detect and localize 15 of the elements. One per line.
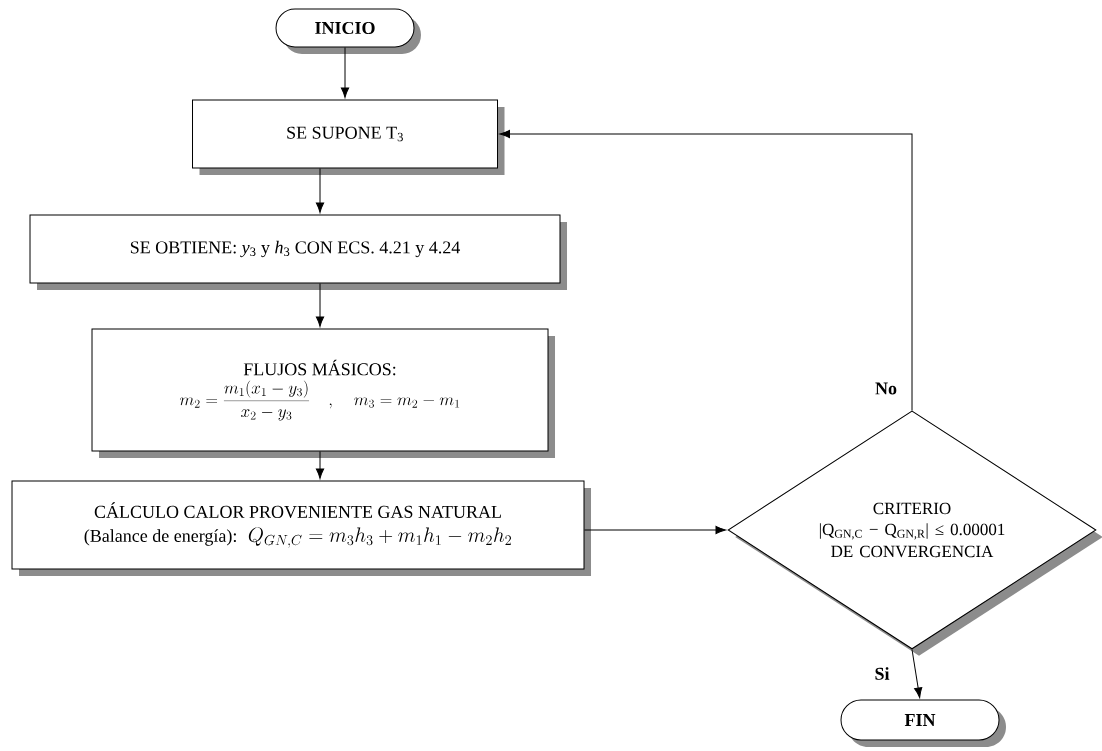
arrow bbox=[584, 525, 726, 535]
edge-label: Si bbox=[873, 666, 891, 681]
arrow bbox=[911, 649, 923, 698]
arrow bbox=[315, 451, 325, 479]
arrow bbox=[499, 129, 913, 411]
edge-label: No bbox=[874, 381, 898, 396]
arrow bbox=[315, 168, 325, 213]
terminator: FIN bbox=[840, 699, 1006, 747]
terminator: INICIO bbox=[275, 8, 421, 54]
arrow bbox=[315, 283, 325, 327]
arrow bbox=[340, 47, 350, 98]
process-box: CÁLCULO CALOR PROVENIENTE GAS NATURAL (Balance de energía): $Q_{GN,C} = m_3 h_3 + m_1 h_1 - m_2 h_2$ bbox=[11, 480, 591, 576]
process-box: SE OBTIENE: y$_{3}$ y h$_{3}$ CON ECS. 4.21 y 4.24 bbox=[29, 214, 567, 290]
process-box: SE SUPONE T$_{3}$ bbox=[192, 99, 505, 175]
process-box: FLUJOS MÁSICOS: $m_2 = \frac{m_1(x_1 - y_3)}{x_2 - y_3} \quad , \quad m_3 = m_2 - m_1$ bbox=[91, 328, 555, 458]
